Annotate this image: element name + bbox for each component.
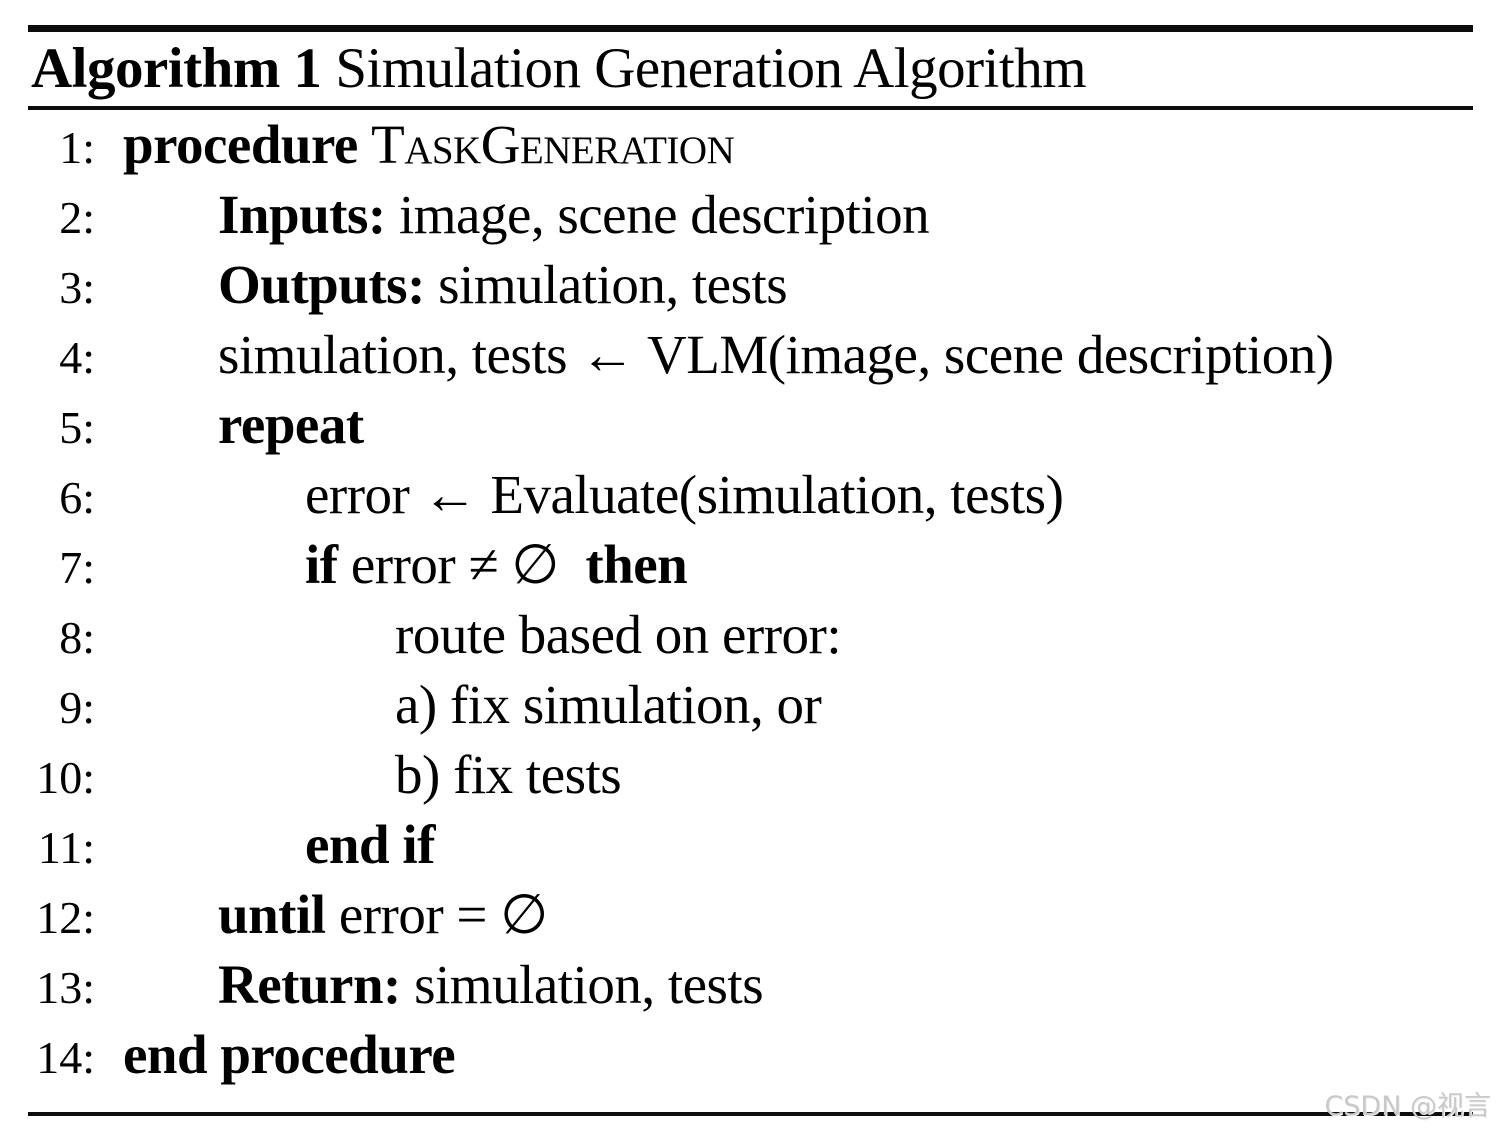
statement-text: b) fix tests [395,744,622,805]
keyword-end-procedure: end procedure [123,1024,456,1085]
algo-line-9: 9: a) fix simulation, or [20,670,1486,740]
line-number: 14: [36,1032,95,1083]
algo-line-12: 12: until error = ∅ [20,880,1486,950]
algo-line-8: 8: route based on error: [20,600,1486,670]
algo-line-13: 13: Return: simulation, tests [20,950,1486,1020]
algo-line-5: 5: repeat [20,390,1486,460]
keyword-until: until [218,884,326,945]
line-number: 9: [59,682,95,733]
statement: Return: simulation, tests [218,954,764,1015]
statement: route based on error: [395,604,842,665]
statement: procedure TaskGeneration [123,114,735,175]
line-number: 12: [36,892,95,943]
algo-line-14: 14: end procedure [20,1020,1486,1090]
algo-line-6: 6: error ← Evaluate(simulation, tests) [20,460,1486,530]
statement-text: error ← Evaluate(simulation, tests) [305,464,1064,525]
line-number: 2: [59,192,95,243]
algo-line-10: 10: b) fix tests [20,740,1486,810]
statement: simulation, tests ← VLM(image, scene des… [218,324,1334,385]
line-number: 3: [59,262,95,313]
statement-text: simulation, tests [400,954,764,1015]
statement: end if [305,814,435,875]
statement-text: simulation, tests [424,254,788,315]
statement-text: image, scene description [385,184,930,245]
line-number: 7: [59,542,95,593]
line-number: 4: [59,332,95,383]
algorithm-caption-title: Simulation Generation Algorithm [321,37,1087,100]
keyword-procedure: procedure [123,114,372,175]
procedure-name: TaskGeneration [371,114,735,175]
statement: until error = ∅ [218,884,548,945]
keyword-end-if: end if [305,814,435,875]
statement: repeat [218,394,364,455]
algo-line-1: 1: procedure TaskGeneration [20,110,1486,180]
algorithm-body: 1: procedure TaskGeneration 2: Inputs: ima… [20,110,1486,1090]
algo-line-3: 3: Outputs: simulation, tests [20,250,1486,320]
keyword-then: then [585,534,688,595]
line-number: 6: [59,472,95,523]
algo-line-4: 4: simulation, tests ← VLM(image, scene d… [20,320,1486,390]
statement: a) fix simulation, or [395,674,822,735]
keyword-repeat: repeat [218,394,364,455]
line-number: 13: [36,962,95,1013]
statement-text: simulation, tests ← VLM(image, scene des… [218,324,1334,385]
keyword-outputs: Outputs: [218,254,425,315]
top-rule [28,25,1473,32]
line-number: 8: [59,612,95,663]
statement-text: error = ∅ [325,884,548,945]
statement-text: route based on error: [395,604,842,665]
line-number: 11: [37,822,95,873]
statement: end procedure [123,1024,456,1085]
algo-line-11: 11: end if [20,810,1486,880]
algorithm-caption-label: Algorithm 1 [31,37,322,100]
line-number: 10: [36,752,95,803]
statement: b) fix tests [395,744,622,805]
statement-text: error ≠ ∅ [337,534,586,595]
keyword-if: if [305,534,338,595]
keyword-inputs: Inputs: [218,184,386,245]
algorithm-caption: Algorithm 1 Simulation Generation Algori… [31,32,1087,106]
line-number: 5: [59,402,95,453]
algo-line-2: 2: Inputs: image, scene description [20,180,1486,250]
statement: Inputs: image, scene description [218,184,930,245]
algo-line-7: 7: if error ≠ ∅ then [20,530,1486,600]
watermark: CSDN @视言 [1324,1091,1491,1122]
line-number: 1: [59,122,95,173]
statement: if error ≠ ∅ then [305,534,688,595]
statement: error ← Evaluate(simulation, tests) [305,464,1064,525]
statement-text: a) fix simulation, or [395,674,822,735]
statement: Outputs: simulation, tests [218,254,788,315]
keyword-return: Return: [218,954,401,1015]
mid-rule [28,106,1473,110]
bottom-rule [28,1112,1473,1116]
